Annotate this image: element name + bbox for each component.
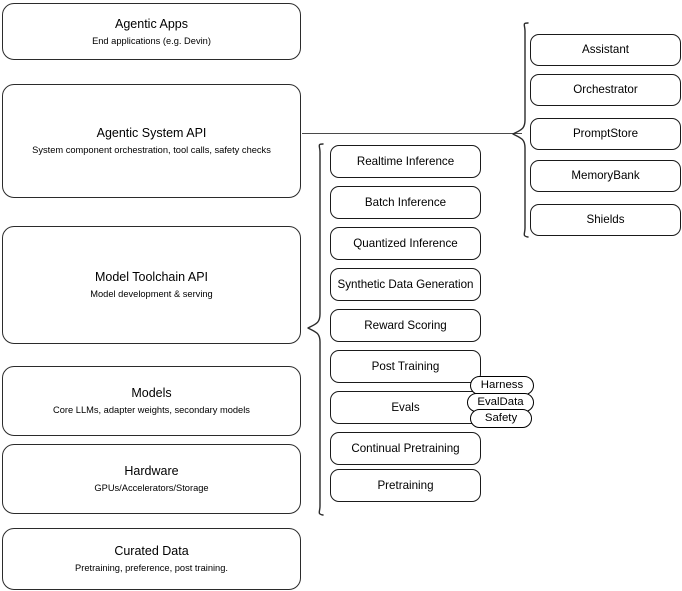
layer-subtitle: System component orchestration, tool cal… xyxy=(32,145,271,155)
layer-subtitle: Pretraining, preference, post training. xyxy=(75,563,228,573)
system-component-label: MemoryBank xyxy=(571,169,640,182)
layer-title: Agentic System API xyxy=(96,126,207,140)
layer-subtitle: Model development & serving xyxy=(90,289,213,299)
capability-label: Quantized Inference xyxy=(353,236,458,250)
system-component-assistant[interactable]: Assistant xyxy=(530,34,681,66)
layer-models[interactable]: Models Core LLMs, adapter weights, secon… xyxy=(2,366,301,436)
capability-reward-scoring[interactable]: Reward Scoring xyxy=(330,309,481,342)
capability-realtime-inference[interactable]: Realtime Inference xyxy=(330,145,481,178)
layer-title: Curated Data xyxy=(114,544,189,558)
system-component-label: Shields xyxy=(586,213,625,226)
capability-label: Realtime Inference xyxy=(356,154,455,168)
layer-agentic-apps[interactable]: Agentic Apps End applications (e.g. Devi… xyxy=(2,3,301,60)
brace-toolchain-capabilities xyxy=(305,142,325,517)
system-component-shields[interactable]: Shields xyxy=(530,204,681,236)
system-component-label: PromptStore xyxy=(572,127,639,140)
capability-label: Pretraining xyxy=(377,478,434,492)
capability-label: Post Training xyxy=(371,359,440,373)
connector-system-api-to-components xyxy=(302,133,522,135)
capability-pretraining[interactable]: Pretraining xyxy=(330,469,481,502)
layer-title: Model Toolchain API xyxy=(94,270,209,284)
evals-subcomponent-evaldata[interactable]: EvalData xyxy=(467,393,534,412)
capability-continual-pretraining[interactable]: Continual Pretraining xyxy=(330,432,481,465)
capability-label: Synthetic Data Generation xyxy=(337,277,474,291)
capability-quantized-inference[interactable]: Quantized Inference xyxy=(330,227,481,260)
capability-evals[interactable]: Evals xyxy=(330,391,481,424)
capability-batch-inference[interactable]: Batch Inference xyxy=(330,186,481,219)
evals-subcomponent-label: Harness xyxy=(480,379,524,391)
capability-synthetic-data-generation[interactable]: Synthetic Data Generation xyxy=(330,268,481,301)
layer-title: Agentic Apps xyxy=(115,16,188,31)
layer-agentic-system-api[interactable]: Agentic System API System component orch… xyxy=(2,84,301,198)
system-component-memorybank[interactable]: MemoryBank xyxy=(530,160,681,192)
capability-label: Batch Inference xyxy=(364,195,447,209)
layer-hardware[interactable]: Hardware GPUs/Accelerators/Storage xyxy=(2,444,301,514)
layer-model-toolchain-api[interactable]: Model Toolchain API Model development & … xyxy=(2,226,301,344)
capability-label: Reward Scoring xyxy=(364,318,447,332)
layer-subtitle: End applications (e.g. Devin) xyxy=(92,35,211,46)
evals-subcomponent-label: EvalData xyxy=(477,396,524,408)
capability-label: Evals xyxy=(391,400,420,414)
system-component-orchestrator[interactable]: Orchestrator xyxy=(530,74,681,106)
capability-label: Continual Pretraining xyxy=(351,441,460,455)
layer-subtitle: Core LLMs, adapter weights, secondary mo… xyxy=(53,405,250,415)
system-component-label: Assistant xyxy=(581,43,630,56)
layer-subtitle: GPUs/Accelerators/Storage xyxy=(94,483,209,493)
brace-system-components xyxy=(508,20,530,242)
layer-title: Hardware xyxy=(124,464,179,478)
layer-curated-data[interactable]: Curated Data Pretraining, preference, po… xyxy=(2,528,301,590)
layer-title: Models xyxy=(131,386,172,400)
capability-post-training[interactable]: Post Training xyxy=(330,350,481,383)
evals-subcomponent-safety[interactable]: Safety xyxy=(470,409,532,428)
system-component-promptstore[interactable]: PromptStore xyxy=(530,118,681,150)
evals-subcomponent-label: Safety xyxy=(484,412,518,424)
system-component-label: Orchestrator xyxy=(573,83,638,96)
